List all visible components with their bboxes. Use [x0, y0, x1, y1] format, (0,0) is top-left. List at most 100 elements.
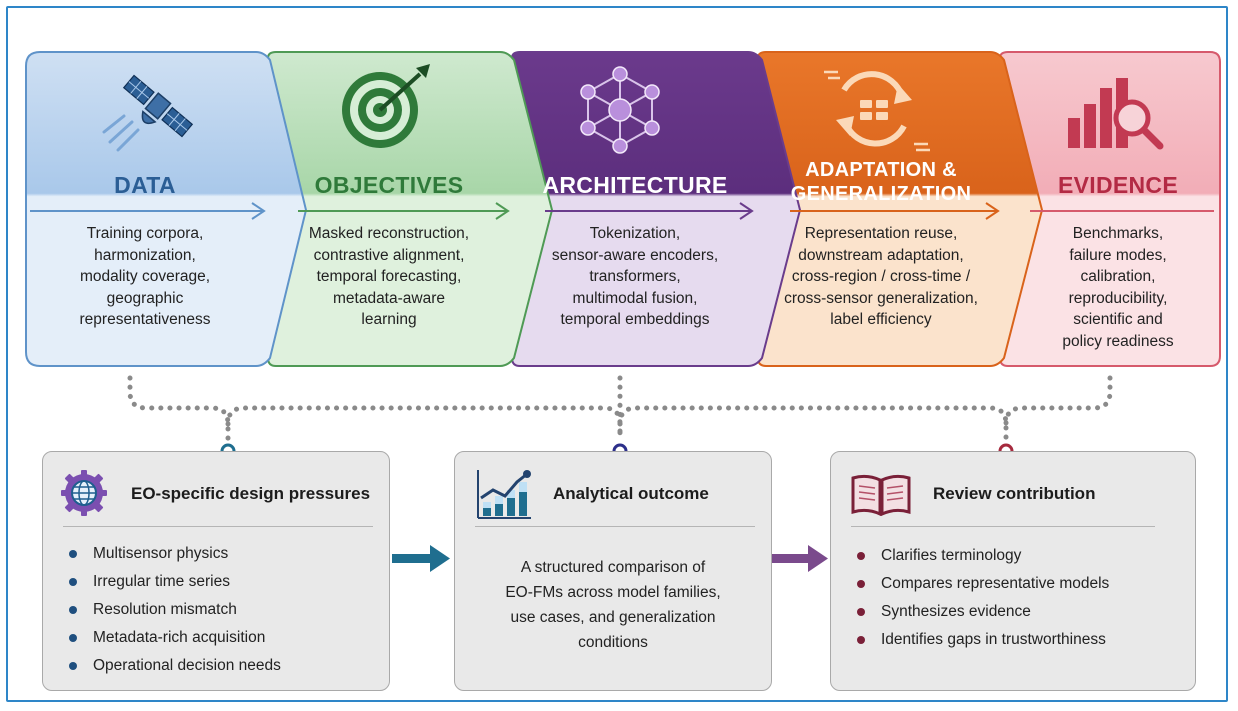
description-line: sensor-aware encoders,	[551, 246, 719, 264]
title-line: GENERALIZATION	[790, 183, 972, 205]
description-line: modality coverage,	[79, 268, 211, 285]
panel-divider	[475, 526, 755, 527]
list-item: Metadata-rich acquisition	[63, 624, 281, 652]
bullet-icon	[857, 552, 865, 560]
description-line: representativeness	[79, 311, 211, 328]
stage-data: DATA Training corpora, harmonization, mo…	[30, 52, 260, 372]
description-line: use cases, and generalization	[510, 609, 716, 626]
bullet-icon	[857, 636, 865, 644]
stage-description: Representation reuse, downstream adaptat…	[764, 223, 998, 331]
description-line: metadata-aware	[332, 289, 445, 307]
list-item-text: Irregular time series	[93, 573, 230, 590]
bullet-icon	[857, 580, 865, 588]
description-line: geographic	[106, 289, 184, 307]
network-icon	[580, 66, 660, 154]
description-line: Tokenization,	[589, 225, 681, 242]
list-item: Resolution mismatch	[63, 596, 281, 624]
review-list: Clarifies terminology Compares represent…	[851, 542, 1109, 654]
stage-description: Masked reconstruction, contrastive align…	[280, 223, 498, 331]
description-line: reproducibility,	[1068, 289, 1168, 307]
arrow-outcome-to-review	[772, 545, 828, 572]
description-line: scientific and	[1073, 311, 1163, 328]
growth-chart-icon	[477, 470, 531, 519]
list-item-text: Clarifies terminology	[881, 547, 1022, 564]
pressures-list: Multisensor physics Irregular time serie…	[63, 540, 281, 680]
list-item-text: Synthesizes evidence	[881, 603, 1031, 620]
adaptation-cycle-icon	[824, 70, 930, 152]
stage-title: OBJECTIVES	[314, 172, 464, 198]
description-line: calibration,	[1080, 268, 1156, 285]
stage-title: DATA	[114, 172, 176, 198]
description-line: contrastive alignment,	[313, 246, 465, 264]
list-item: Identifies gaps in trustworthiness	[851, 626, 1109, 654]
stage-description: Benchmarks, failure modes, calibration, …	[1020, 223, 1216, 352]
bullet-icon	[69, 634, 77, 642]
stage-objectives-shape	[266, 51, 554, 367]
stage-data-shape	[25, 51, 308, 367]
open-book-icon	[851, 474, 911, 516]
panel-analytical-outcome: Analytical outcome A structured comparis…	[454, 451, 772, 691]
outcome-description: A structured comparison of EO-FMs across…	[455, 555, 771, 655]
description-line: failure modes,	[1069, 246, 1167, 264]
bullet-icon	[857, 608, 865, 616]
stage-description: Tokenization, sensor-aware encoders, tra…	[520, 223, 750, 331]
panel-title: Analytical outcome	[553, 484, 709, 503]
description-line: cross-sensor generalization,	[784, 289, 978, 307]
panel-review-contribution: Review contribution Clarifies terminolog…	[830, 451, 1196, 691]
panel-divider	[851, 526, 1155, 527]
description-line: multimodal fusion,	[572, 289, 698, 307]
description-line: Benchmarks,	[1072, 225, 1164, 242]
stage-architecture: ARCHITECTURE Tokenization, sensor-aware …	[520, 52, 750, 372]
description-line: EO-FMs across model families,	[505, 584, 721, 601]
bullet-icon	[69, 550, 77, 558]
bar-chart-magnifier-icon	[1068, 78, 1164, 150]
list-item-text: Identifies gaps in trustworthiness	[881, 631, 1106, 648]
list-item: Multisensor physics	[63, 540, 281, 568]
bullet-icon	[69, 606, 77, 614]
globe-gear-icon	[61, 470, 107, 516]
stage-evidence: EVIDENCE Benchmarks, failure modes, cali…	[1020, 52, 1216, 372]
description-line: label efficiency	[830, 311, 932, 328]
list-item-text: Operational decision needs	[93, 657, 281, 674]
description-line: harmonization,	[94, 246, 196, 264]
list-item: Compares representative models	[851, 570, 1109, 598]
stage-title: ADAPTATION & GENERALIZATION	[764, 158, 998, 206]
satellite-icon	[102, 74, 194, 152]
list-item: Clarifies terminology	[851, 542, 1109, 570]
description-line: Representation reuse,	[804, 225, 958, 242]
bullet-icon	[69, 662, 77, 670]
description-line: A structured comparison of	[520, 559, 706, 576]
description-line: temporal forecasting,	[316, 268, 462, 285]
stage-description: Training corpora, harmonization, modalit…	[30, 223, 260, 331]
stage-title: EVIDENCE	[1058, 172, 1178, 198]
list-item-text: Resolution mismatch	[93, 601, 237, 618]
dotted-connectors	[127, 375, 1113, 443]
list-item-text: Multisensor physics	[93, 545, 229, 562]
panel-title: EO-specific design pressures	[131, 484, 371, 503]
description-line: cross-region / cross-time /	[791, 268, 971, 285]
stage-evidence-shape	[998, 51, 1221, 367]
target-icon	[342, 64, 430, 148]
description-line: temporal embeddings	[560, 311, 710, 328]
panel-design-pressures: EO-specific design pressures Multisensor…	[42, 451, 390, 691]
stage-adaptation-shape	[756, 51, 1044, 367]
panel-title: Review contribution	[933, 484, 1096, 503]
panel-divider	[63, 526, 373, 527]
stage-adaptation: ADAPTATION & GENERALIZATION Representati…	[764, 52, 998, 372]
description-line: learning	[361, 311, 417, 328]
list-item: Operational decision needs	[63, 652, 281, 680]
list-item: Irregular time series	[63, 568, 281, 596]
arrow-pressures-to-outcome	[392, 545, 450, 572]
list-item: Synthesizes evidence	[851, 598, 1109, 626]
diagram-frame	[6, 6, 1228, 702]
description-line: conditions	[578, 634, 648, 651]
description-line: transformers,	[589, 268, 681, 285]
bullet-icon	[69, 578, 77, 586]
stage-objectives: OBJECTIVES Masked reconstruction, contra…	[280, 52, 498, 372]
title-line: ADAPTATION &	[805, 159, 957, 181]
description-line: Masked reconstruction,	[308, 225, 470, 242]
list-item-text: Compares representative models	[881, 575, 1110, 592]
description-line: Training corpora,	[86, 225, 204, 242]
list-item-text: Metadata-rich acquisition	[93, 629, 266, 646]
